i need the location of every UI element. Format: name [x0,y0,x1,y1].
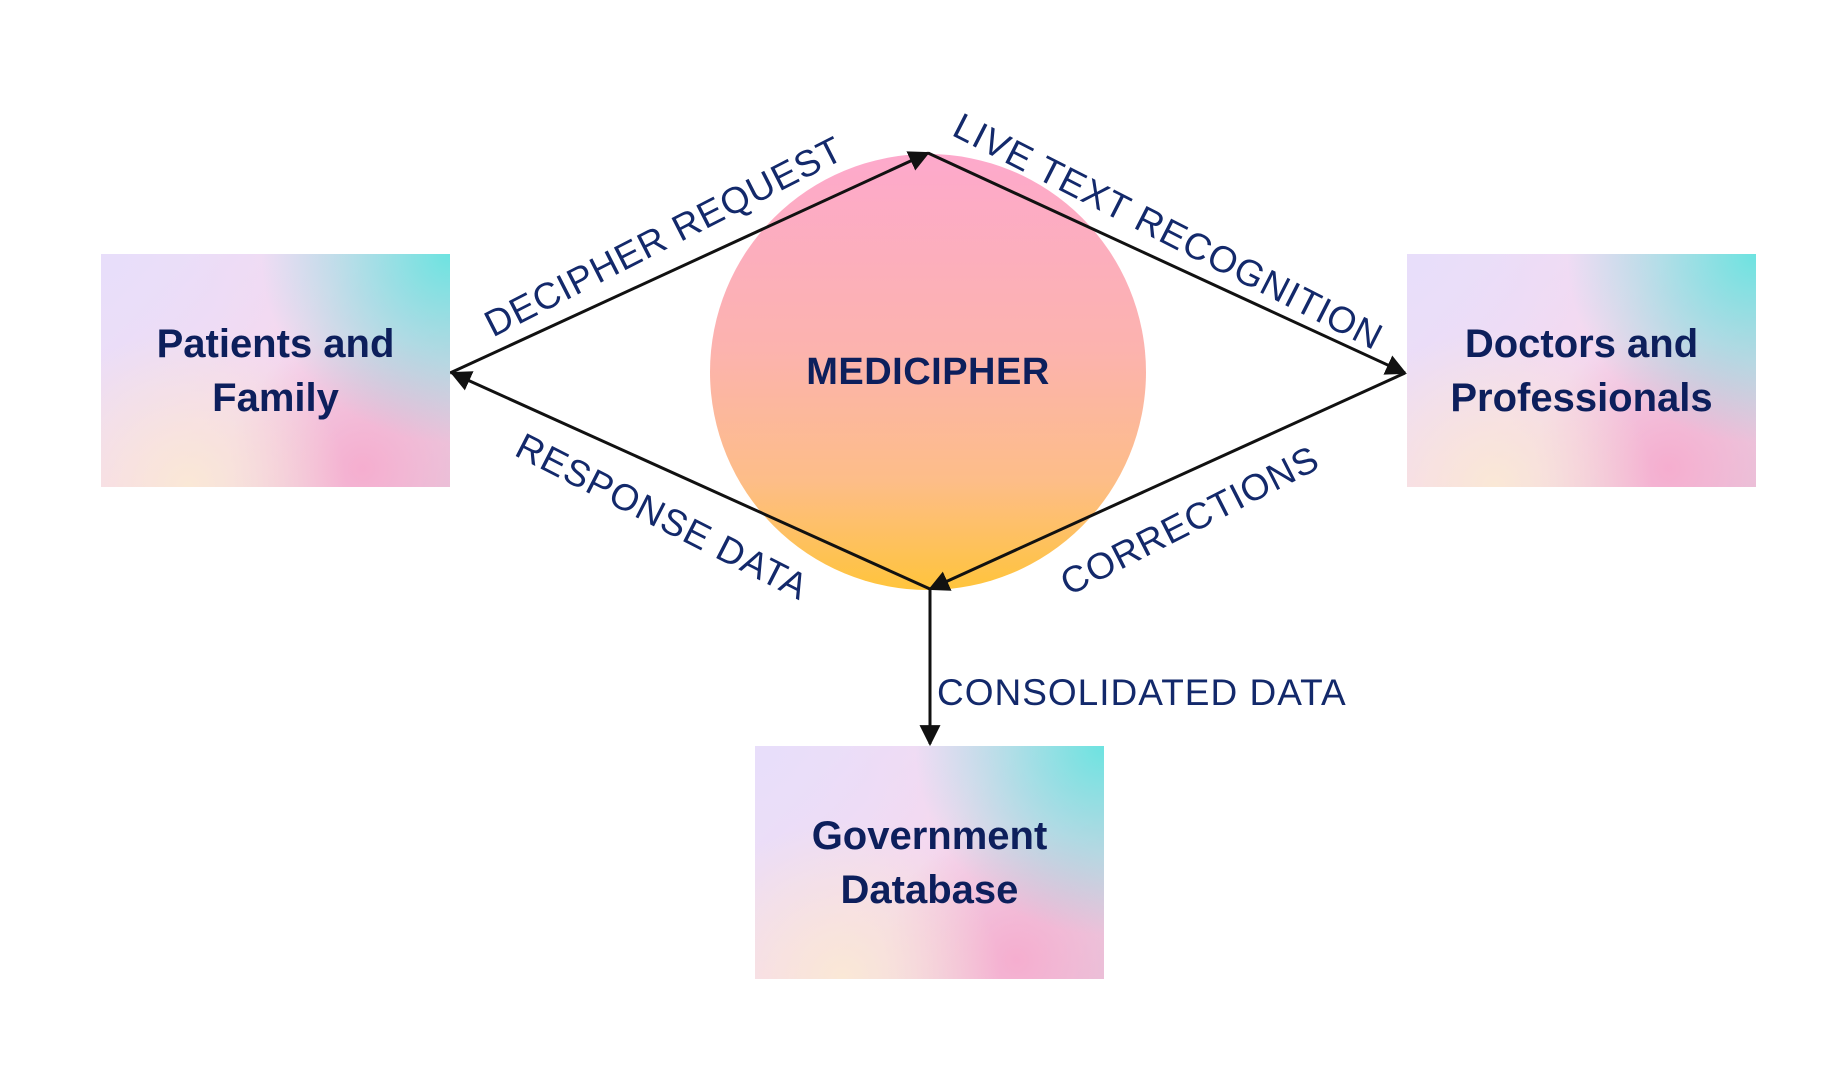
arrow-decipher-request [449,151,930,375]
arrow-corrections [928,371,1406,591]
patients-and-family-node: Patients and Family [101,254,450,487]
patients-and-family-label: Patients and Family [156,321,395,420]
medicipher-node: MEDICIPHER [710,154,1146,590]
government-database-node: Government Database [755,746,1104,979]
arrow-live-text-recognition [927,151,1407,375]
doctors-and-professionals-node: Doctors and Professionals [1407,254,1756,487]
government-database-label: Government Database [811,813,1048,912]
consolidated-data-label: CONSOLIDATED DATA [937,672,1347,713]
doctors-and-professionals-label: Doctors and Professionals [1450,321,1713,420]
medicipher-label: MEDICIPHER [806,350,1050,393]
arrow-response-data [450,371,931,591]
